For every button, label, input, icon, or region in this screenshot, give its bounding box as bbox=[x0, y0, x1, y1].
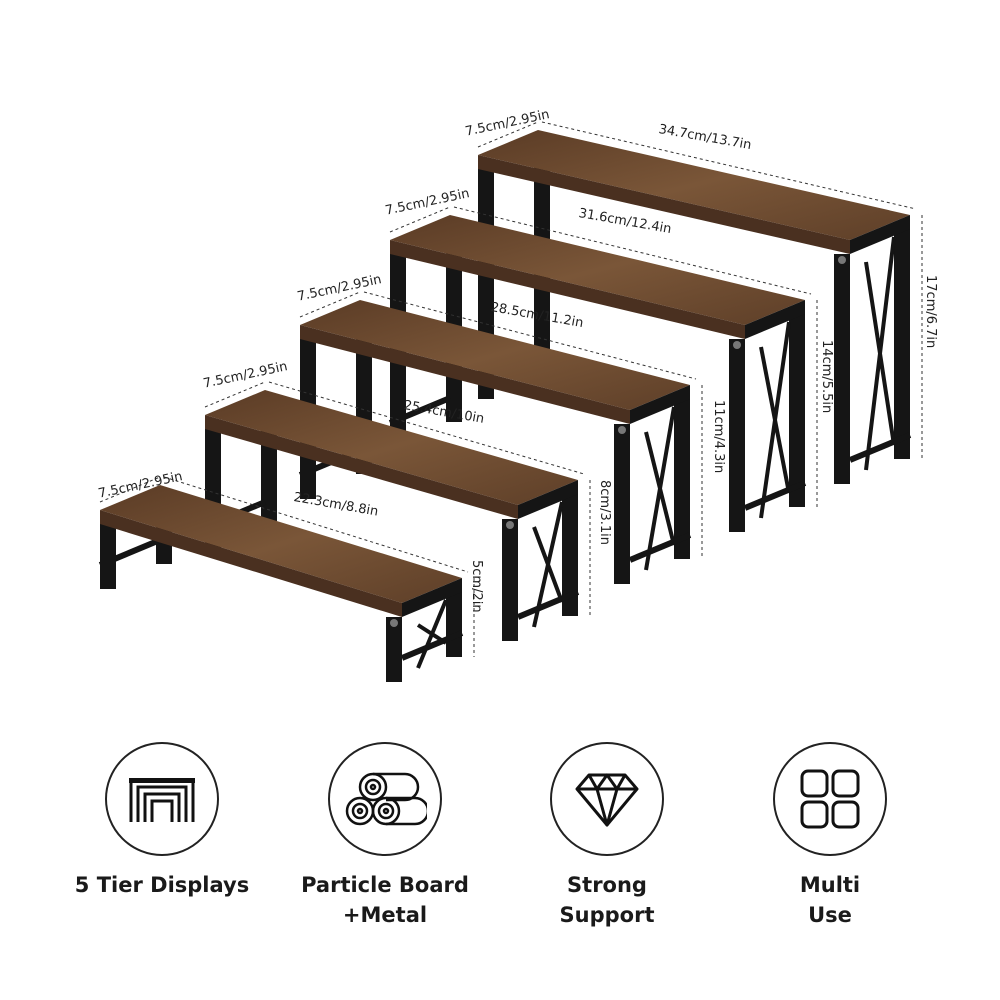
x-brace bbox=[759, 321, 791, 519]
feature-label-line2: Support bbox=[559, 903, 655, 927]
leg bbox=[562, 494, 578, 616]
riser-stand bbox=[98, 485, 464, 682]
feature-label-line1: Particle Board bbox=[301, 873, 469, 897]
bolt bbox=[506, 521, 514, 529]
wood-edge bbox=[205, 415, 518, 519]
leg bbox=[502, 519, 518, 641]
end-bracket bbox=[518, 480, 578, 519]
depth-dimension-line bbox=[204, 381, 266, 408]
diamond-icon bbox=[550, 742, 664, 856]
wood-edge bbox=[300, 325, 630, 424]
side-rail bbox=[743, 480, 807, 511]
depth-dimension-line bbox=[389, 206, 451, 233]
end-bracket bbox=[630, 385, 690, 424]
feature-label: 5 Tier Displays bbox=[74, 873, 250, 897]
leg bbox=[446, 592, 462, 657]
side-rail bbox=[628, 532, 692, 563]
x-brace bbox=[416, 599, 448, 669]
x-brace bbox=[864, 236, 896, 471]
depth-dimension-line bbox=[299, 291, 361, 318]
leg bbox=[729, 339, 745, 532]
height-label: 8cm/3.1in bbox=[597, 480, 612, 545]
depth-dimension-line bbox=[477, 121, 539, 148]
wood-top bbox=[478, 130, 910, 240]
side-rail bbox=[516, 589, 580, 620]
x-brace bbox=[644, 406, 676, 571]
wood-top bbox=[300, 300, 690, 410]
feature-label-line2: +Metal bbox=[342, 903, 428, 927]
bolt bbox=[733, 341, 741, 349]
wood-edge bbox=[390, 240, 745, 339]
leg bbox=[894, 229, 910, 459]
wood-top bbox=[100, 485, 462, 603]
feature-label: Particle Board +Metal bbox=[285, 870, 485, 930]
grid-icon bbox=[773, 742, 887, 856]
logs-icon bbox=[328, 742, 442, 856]
height-label: 11cm/4.3in bbox=[711, 400, 726, 474]
wood-edge bbox=[478, 155, 850, 254]
riser-stands-illustration bbox=[98, 121, 923, 682]
tiers-icon bbox=[105, 742, 219, 856]
height-label: 5cm/2in bbox=[469, 560, 484, 613]
feature-material: Particle Board +Metal bbox=[285, 742, 485, 930]
end-bracket bbox=[745, 300, 805, 339]
bolt bbox=[618, 426, 626, 434]
width-dimension-line bbox=[541, 121, 917, 210]
leg bbox=[614, 424, 630, 584]
height-label: 14cm/5.5in bbox=[819, 340, 834, 414]
side-rail bbox=[400, 630, 464, 661]
wood-top bbox=[390, 215, 805, 325]
width-dimension-line bbox=[453, 206, 812, 295]
width-dimension-line bbox=[163, 476, 469, 573]
bolt bbox=[390, 619, 398, 627]
leg bbox=[789, 314, 805, 507]
leg bbox=[674, 399, 690, 559]
feature-label-line2: Use bbox=[808, 903, 852, 927]
riser-stand bbox=[203, 390, 580, 641]
feature-tiers: 5 Tier Displays bbox=[62, 742, 262, 900]
wood-edge bbox=[100, 510, 402, 617]
feature-label-line1: Multi bbox=[799, 873, 861, 897]
side-rail bbox=[848, 432, 912, 463]
width-dimension-line bbox=[268, 381, 585, 475]
depth-dimension-line bbox=[99, 476, 161, 503]
leg bbox=[100, 524, 116, 589]
feature-label-line1: Strong bbox=[567, 873, 647, 897]
end-bracket bbox=[402, 578, 462, 617]
height-label: 17cm/6.7in bbox=[923, 275, 938, 349]
riser-stand bbox=[476, 130, 912, 484]
wood-top bbox=[205, 390, 578, 505]
end-bracket bbox=[850, 215, 910, 254]
bolt bbox=[838, 256, 846, 264]
leg bbox=[386, 617, 402, 682]
leg bbox=[834, 254, 850, 484]
